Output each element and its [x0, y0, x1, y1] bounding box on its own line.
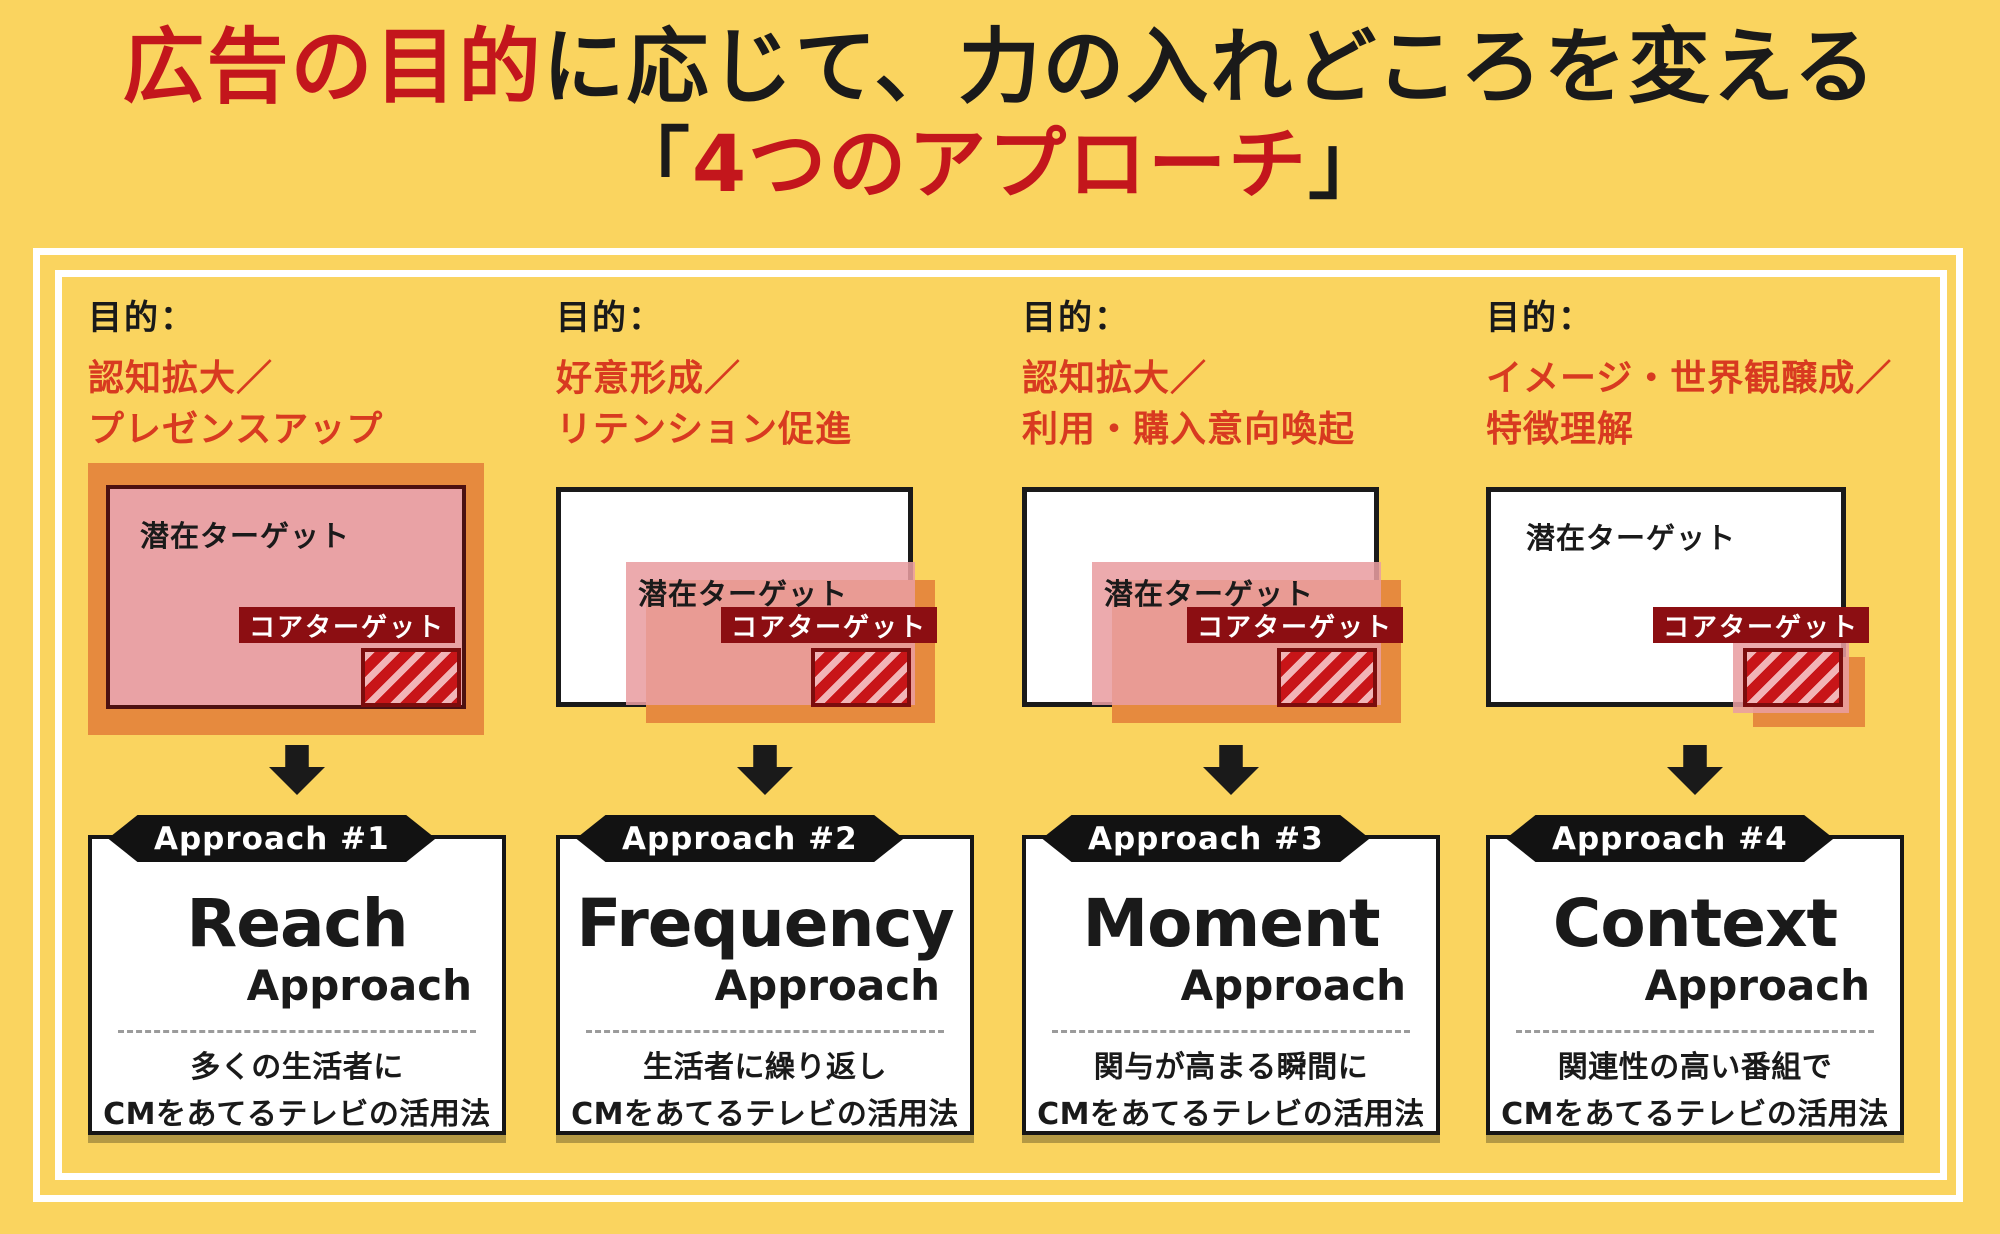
purpose-line-2: プレゼンスアップ: [88, 409, 384, 451]
description-line-1: 関与が高まる瞬間に: [1093, 1050, 1369, 1085]
card-divider: [1052, 1030, 1410, 1033]
approach-description: 多くの生活者に CMをあてるテレビの活用法: [92, 1045, 502, 1138]
purpose-text: 認知拡大／ 利用・購入意向喚起: [1022, 353, 1440, 455]
target-diagram-full-highlight: 潜在ターゲット コアターゲット: [88, 463, 486, 735]
purpose-label: 目的：: [88, 298, 196, 338]
purpose-label: 目的：: [556, 298, 664, 338]
description-line-2: CMをあてるテレビの活用法: [103, 1096, 491, 1132]
purpose-line-2: 特徴理解: [1486, 409, 1635, 451]
approach-sub-label: Approach: [246, 961, 472, 1010]
approach-badge: Approach #3: [1042, 815, 1370, 862]
purpose-block: 目的： イメージ・世界観醸成／ 特徴理解: [1486, 290, 1904, 463]
title-line-1-black: に応じて、力の入れどころを変える: [542, 20, 1878, 115]
purpose-line-1: 好意形成／: [556, 358, 742, 399]
card-divider: [586, 1030, 944, 1033]
purpose-line-2: リテンション促進: [556, 409, 853, 451]
purpose-text: 好意形成／ リテンション促進: [556, 353, 974, 455]
description-line-1: 関連性の高い番組で: [1557, 1050, 1833, 1085]
approach-name: Frequency: [576, 885, 954, 962]
approach-name: Reach: [186, 885, 408, 962]
approach-column-moment: 目的： 認知拡大／ 利用・購入意向喚起 潜在ターゲット コアターゲット Appr…: [1022, 290, 1440, 1135]
core-core-stripes: [361, 648, 461, 707]
approach-column-context: 目的： イメージ・世界観醸成／ 特徴理解 潜在ターゲット コアターゲット App…: [1486, 290, 1904, 1135]
potential-target-label: 潜在ターゲット: [638, 577, 849, 611]
down-arrow-icon: [88, 735, 506, 805]
arrow-glyph: [1203, 745, 1259, 795]
approach-name: Context: [1552, 885, 1838, 962]
approach-description: 関与が高まる瞬間に CMをあてるテレビの活用法: [1026, 1045, 1436, 1138]
card-divider: [118, 1030, 476, 1033]
title-close-bracket: 」: [1308, 119, 1389, 210]
title-line-1-red: 広告の目的: [122, 20, 543, 115]
title-open-bracket: 「: [611, 119, 692, 210]
core-core-stripes: [1743, 648, 1843, 707]
approach-description: 生活者に繰り返し CMをあてるテレビの活用法: [560, 1045, 970, 1138]
title-line-2-red: 4つのアプローチ: [691, 119, 1309, 210]
description-line-2: CMをあてるテレビの活用法: [1037, 1096, 1425, 1132]
arrow-glyph: [737, 745, 793, 795]
purpose-block: 目的： 認知拡大／ プレゼンスアップ: [88, 290, 506, 463]
purpose-line-2: 利用・購入意向喚起: [1022, 409, 1356, 451]
down-arrow-icon: [556, 735, 974, 805]
approach-sub-label: Approach: [1180, 961, 1406, 1010]
approach-column-frequency: 目的： 好意形成／ リテンション促進 潜在ターゲット コアターゲット Appro…: [556, 290, 974, 1135]
approach-name: Moment: [1082, 885, 1380, 962]
description-line-2: CMをあてるテレビの活用法: [1501, 1096, 1889, 1132]
potential-target-label: 潜在ターゲット: [1104, 577, 1315, 611]
approach-sub-label: Approach: [1644, 961, 1870, 1010]
approach-card: Approach #2 Frequency Approach 生活者に繰り返し …: [556, 815, 974, 1138]
purpose-text: イメージ・世界観醸成／ 特徴理解: [1486, 353, 1904, 455]
approach-card: Approach #3 Moment Approach 関与が高まる瞬間に CM…: [1022, 815, 1440, 1138]
purpose-label: 目的：: [1486, 298, 1594, 338]
purpose-block: 目的： 認知拡大／ 利用・購入意向喚起: [1022, 290, 1440, 463]
core-target-box: コアターゲット: [1187, 607, 1404, 643]
inner-frame: [55, 270, 1947, 1180]
core-core-stripes: [811, 648, 911, 707]
description-line-1: 生活者に繰り返し: [643, 1050, 887, 1085]
approach-description: 関連性の高い番組で CMをあてるテレビの活用法: [1490, 1045, 1900, 1138]
target-diagram-partial-highlight: 潜在ターゲット コアターゲット: [556, 463, 954, 735]
purpose-text: 認知拡大／ プレゼンスアップ: [88, 353, 506, 455]
title-line-1: 広告の目的に応じて、力の入れどころを変える: [0, 22, 2000, 114]
approach-column-reach: 目的： 認知拡大／ プレゼンスアップ 潜在ターゲット コアターゲット Appro…: [88, 290, 506, 1135]
purpose-block: 目的： 好意形成／ リテンション促進: [556, 290, 974, 463]
arrow-glyph: [269, 745, 325, 795]
approach-badge: Approach #2: [576, 815, 904, 862]
down-arrow-icon: [1486, 735, 1904, 805]
target-diagram-core-highlight: 潜在ターゲット コアターゲット: [1486, 463, 1884, 735]
card-divider: [1516, 1030, 1874, 1033]
purpose-line-1: 認知拡大／: [88, 358, 274, 399]
approach-card: Approach #1 Reach Approach 多くの生活者に CMをあて…: [88, 815, 506, 1138]
potential-target-label: 潜在ターゲット: [1526, 521, 1737, 555]
down-arrow-icon: [1022, 735, 1440, 805]
purpose-line-1: 認知拡大／: [1022, 358, 1208, 399]
target-diagram-partial-highlight: 潜在ターゲット コアターゲット: [1022, 463, 1420, 735]
core-target-box: コアターゲット: [721, 607, 938, 643]
core-core-stripes: [1277, 648, 1377, 707]
description-line-2: CMをあてるテレビの活用法: [571, 1096, 959, 1132]
purpose-line-1: イメージ・世界観醸成／: [1486, 358, 1893, 399]
title-line-2: 「4つのアプローチ」: [0, 119, 2000, 210]
approach-badge: Approach #1: [108, 815, 436, 862]
core-target-box: コアターゲット: [1653, 607, 1870, 643]
approach-sub-label: Approach: [714, 961, 940, 1010]
purpose-label: 目的：: [1022, 298, 1130, 338]
approach-card: Approach #4 Context Approach 関連性の高い番組で C…: [1486, 815, 1904, 1138]
outer-frame: [33, 248, 1963, 1202]
arrow-glyph: [1667, 745, 1723, 795]
page-title: 広告の目的に応じて、力の入れどころを変える 「4つのアプローチ」: [0, 22, 2000, 209]
potential-target-label: 潜在ターゲット: [140, 519, 351, 553]
core-target-box: コアターゲット: [238, 607, 455, 643]
description-line-1: 多くの生活者に: [190, 1050, 404, 1085]
approach-badge: Approach #4: [1506, 815, 1834, 862]
